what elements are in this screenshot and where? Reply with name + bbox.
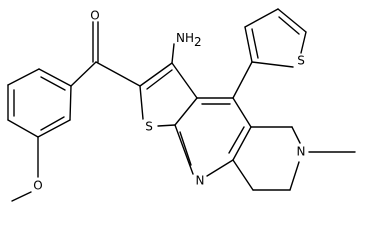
bond-thienyl-link xyxy=(232,61,253,99)
bond-phenyl-1 xyxy=(38,68,72,87)
bond-phenyl-2 xyxy=(7,68,40,86)
bond-phenyl-inner-3 xyxy=(40,116,65,131)
bond-pyr-c8a-n xyxy=(206,159,234,177)
bond-pyr-c4a-c8a xyxy=(232,126,252,161)
bond-thienyl-1-inner xyxy=(251,28,259,59)
bond-pyr-c4-c4a xyxy=(232,97,252,128)
bond-thienyl-5 xyxy=(251,61,294,68)
bond-carbonyl-to-thiophene xyxy=(95,61,141,87)
bond-carbonyl-to-phenyl xyxy=(70,61,97,87)
atom-label-methoxy-oxygen: O xyxy=(33,179,42,193)
bond-pyr-n-c7a xyxy=(174,124,194,175)
bond-thienyl-1 xyxy=(244,26,253,63)
bond-pyr-inner-3 xyxy=(179,131,192,166)
atom-label-fused-sulfur: S xyxy=(145,120,153,134)
bond-thiophene-c3-c3a xyxy=(171,62,198,99)
bond-phenyl-inner-1 xyxy=(40,76,66,91)
bond-phenyl-4 xyxy=(7,119,39,138)
bond-phenyl-5 xyxy=(37,119,71,138)
bonds xyxy=(7,8,356,202)
bond-amino xyxy=(171,43,175,64)
bond-pyr-inner-2 xyxy=(228,126,245,154)
bond-phenyl-6 xyxy=(69,85,72,121)
atom-label-amino: NH2 xyxy=(176,31,202,49)
atom-labels: O NH2 S S N N O xyxy=(33,9,305,193)
bond-thiophene-c2-c3-inner xyxy=(146,69,173,90)
amino-nh: NH xyxy=(176,31,194,45)
bond-thiophene-c2-c3 xyxy=(139,62,173,87)
bond-thienyl-2 xyxy=(244,8,279,28)
atom-label-carbonyl-oxygen: O xyxy=(90,9,99,23)
atom-label-pyridine-nitrogen: N xyxy=(196,174,205,188)
bond-thienyl-3-inner xyxy=(278,16,300,35)
bond-piperidine-2 xyxy=(291,126,301,144)
atom-label-methyl-nitrogen: N xyxy=(297,145,306,159)
bond-piperidine-3 xyxy=(289,161,300,191)
bond-thienyl-4 xyxy=(300,31,307,54)
bond-thiophene-c7a-s xyxy=(157,124,176,127)
atom-label-thiophene-sulfur: S xyxy=(297,54,305,68)
bond-methoxy-2 xyxy=(11,191,32,202)
amino-subscript: 2 xyxy=(194,35,202,49)
bond-thiophene-c3a-c7a xyxy=(174,97,198,126)
bond-piperidine-5 xyxy=(232,159,254,191)
bond-thienyl-3 xyxy=(277,8,307,33)
chemical-structure-diagram: O NH2 S S N N O xyxy=(7,8,356,202)
bond-thiophene-s-c2 xyxy=(139,85,144,120)
